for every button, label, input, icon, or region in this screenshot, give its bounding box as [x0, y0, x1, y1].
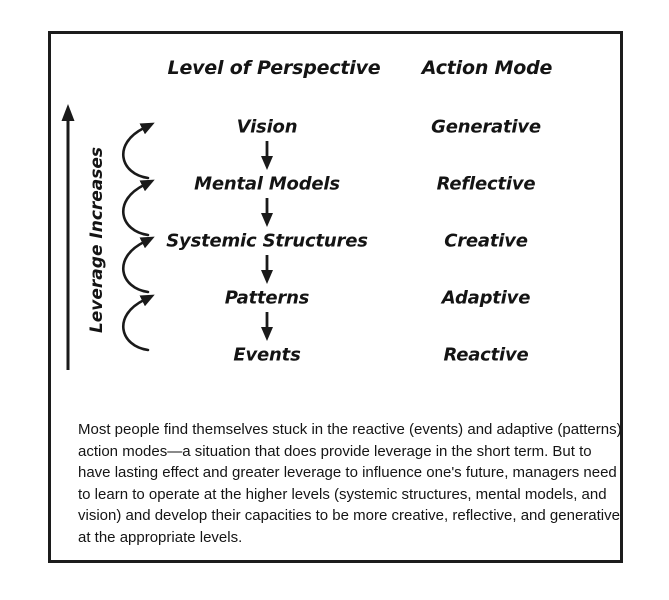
header-level-of-perspective: Level of Perspective: [167, 57, 381, 79]
level-label-events: Events: [233, 344, 301, 366]
mode-label-reactive: Reactive: [443, 344, 529, 366]
level-label-vision: Vision: [236, 116, 298, 138]
caption-paragraph: Most people find themselves stuck in the…: [78, 421, 622, 546]
level-label-mental-models: Mental Models: [194, 173, 340, 195]
mode-label-reflective: Reflective: [436, 173, 536, 195]
mode-label-creative: Creative: [444, 230, 528, 252]
header-action-mode: Action Mode: [421, 57, 553, 79]
curved-arrow-icon: [122, 294, 155, 352]
mode-label-adaptive: Adaptive: [441, 287, 531, 309]
level-label-systemic-structures: Systemic Structures: [166, 230, 368, 252]
curved-arrow-icon: [122, 179, 155, 237]
curved-arrow-icon: [122, 236, 155, 294]
mode-label-generative: Generative: [431, 116, 541, 138]
curved-arrow-icon: [122, 122, 155, 180]
leverage-increases-label: Leverage Increases: [87, 146, 107, 334]
level-label-patterns: Patterns: [224, 287, 310, 309]
